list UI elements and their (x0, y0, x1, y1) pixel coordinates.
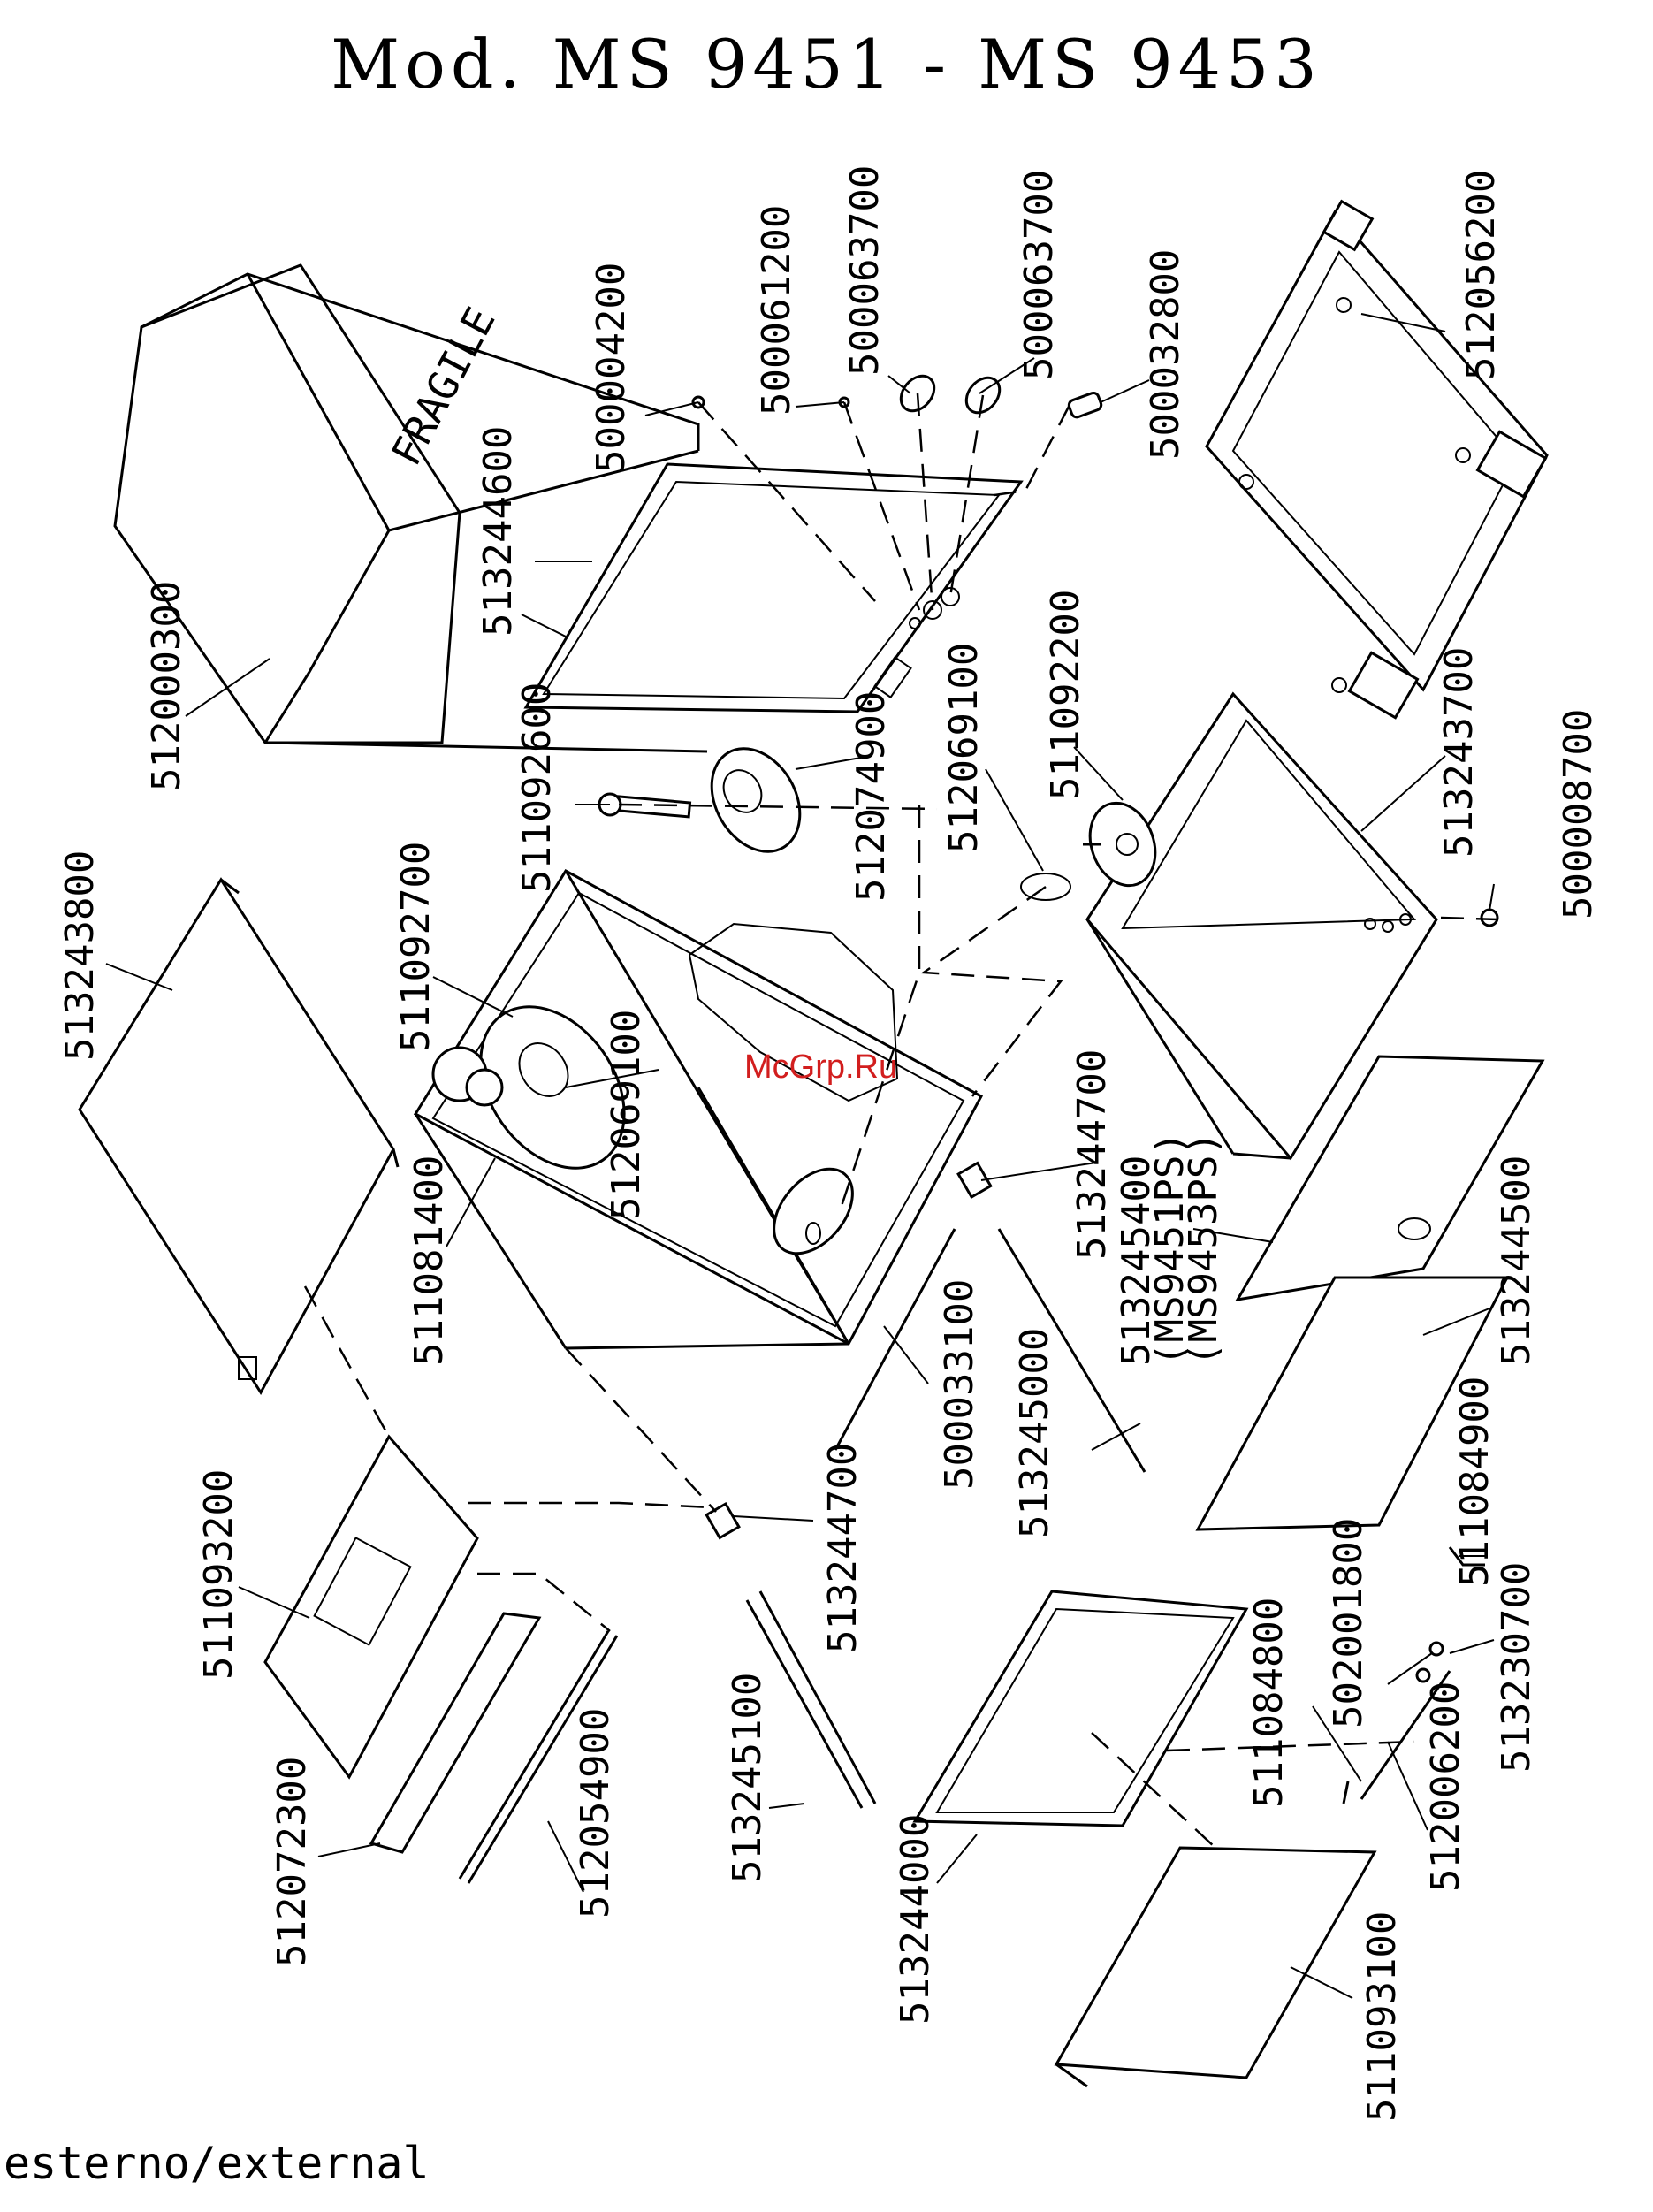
part-label: 511092600 (514, 683, 560, 893)
feet-frame (1205, 199, 1549, 720)
control-panel (263, 1434, 619, 1884)
right-door-panels (1195, 1055, 1545, 1531)
part-label: 500032800 (1143, 249, 1188, 460)
assembly-lines (303, 393, 1499, 1849)
part-label: 511092200 (1043, 590, 1088, 800)
part-label: 502001800 (1326, 1518, 1371, 1728)
part-label: 511093100 (1360, 1911, 1405, 2122)
part-label: 513244000 (893, 1814, 938, 2025)
part-label: 511084800 (1246, 1598, 1291, 1808)
part-label: 512056200 (1459, 170, 1504, 380)
footer-caption: esterno/external (4, 2138, 430, 2189)
part-label: 511084900 (1452, 1377, 1497, 1587)
part-label: 512072300 (270, 1757, 315, 1967)
part-label: 513245100 (725, 1673, 770, 1883)
part-label: 511092700 (393, 842, 438, 1052)
part-label: 511081400 (407, 1156, 452, 1366)
part-label: 500008700 (1556, 709, 1601, 919)
page-title: Mod. MS 9451 - MS 9453 (331, 25, 1322, 103)
part-label: 512074900 (849, 691, 894, 902)
leader-lines (105, 313, 1495, 1999)
part-label: 513230700 (1494, 1562, 1539, 1773)
top-panel (523, 462, 1024, 713)
part-label: 512069100 (941, 643, 986, 853)
part-label: 513244700 (1070, 1049, 1115, 1260)
main-body-frame (413, 869, 984, 1350)
part-label: 500063700 (1017, 170, 1062, 380)
part-label: 512000300 (144, 581, 189, 791)
part-label: 500061200 (754, 205, 799, 416)
filter-and-tube (598, 747, 802, 853)
watermark-text: McGrp.Ru (744, 1049, 898, 1086)
part-label: 513245400 (1114, 1156, 1159, 1366)
part-label: 512006200 (1423, 1682, 1468, 1892)
part-label: 513244500 (1494, 1156, 1539, 1366)
part-label: (MS9453PS) (1181, 1132, 1226, 1366)
part-label: 500033100 (937, 1279, 982, 1490)
part-label: 512069100 (604, 1010, 649, 1220)
part-label: 511093200 (196, 1469, 241, 1680)
motor-assembly (1020, 801, 1157, 901)
part-label: 500063700 (842, 165, 887, 376)
part-label: 513245000 (1012, 1328, 1057, 1538)
part-label: 512054900 (573, 1708, 618, 1918)
part-labels: 512000300 513244600 500004200 500061200 … (57, 165, 1601, 2122)
hinge-hardware (1342, 1546, 1485, 1804)
part-label: 513244700 (820, 1443, 865, 1653)
part-label: 500004200 (589, 263, 634, 473)
bottom-panels (912, 1590, 1377, 2088)
left-side-panel (78, 877, 400, 1395)
bowl-lid-assembly (431, 1005, 626, 1170)
right-side-panel (1085, 691, 1438, 1161)
part-label: 513243800 (57, 850, 103, 1061)
part-label: (MS9451PS) (1147, 1132, 1192, 1366)
part-label: 513244600 (476, 426, 521, 637)
part-label: 513243700 (1436, 647, 1482, 858)
